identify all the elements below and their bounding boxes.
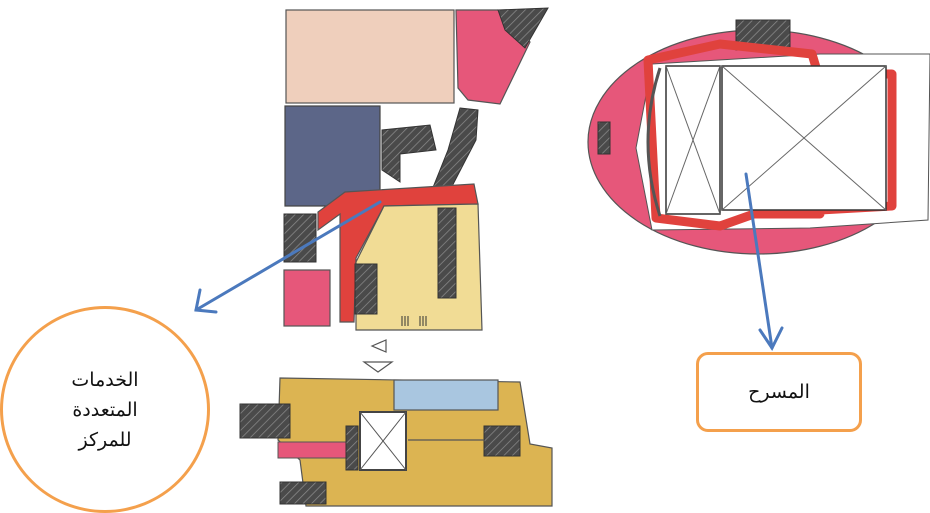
services-line-1: الخدمات — [71, 365, 138, 395]
center-plan-lower — [240, 378, 552, 506]
hatched-block-lower-bottom — [280, 482, 326, 504]
pink-block-left — [284, 270, 330, 326]
hatched-diagonal-wall — [432, 108, 478, 194]
hatched-duct-bend — [382, 125, 436, 182]
hatched-block-lower-left — [240, 404, 290, 438]
services-line-2: المتعددة — [72, 395, 137, 425]
hatched-pillar-lower — [346, 426, 358, 470]
hatched-column-right — [438, 208, 456, 298]
hatched-theater-left — [598, 122, 610, 154]
services-callout: الخدمات المتعددة للمركز — [0, 306, 210, 513]
theater-label: المسرح — [748, 381, 810, 403]
peach-room — [286, 10, 454, 103]
services-line-3: للمركز — [78, 425, 131, 455]
theater-plan — [588, 20, 930, 254]
theater-callout: المسرح — [696, 352, 862, 432]
lightblue-room — [394, 380, 498, 410]
hatched-column-left — [355, 264, 377, 314]
center-plan-upper — [284, 8, 548, 330]
hatched-block-lower-right — [484, 426, 520, 456]
pink-strip — [278, 442, 346, 458]
connector-triangles — [364, 340, 392, 372]
